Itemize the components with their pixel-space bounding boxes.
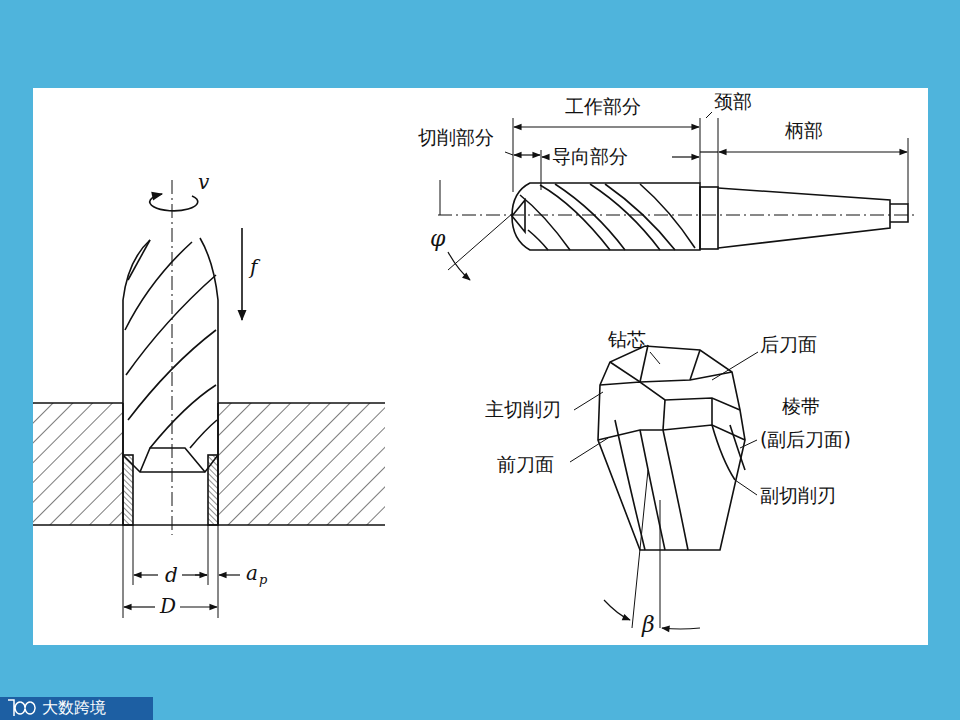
part-label: 柄部 xyxy=(785,121,823,140)
watermark-logo xyxy=(8,700,35,716)
part-label: 钻芯 xyxy=(608,330,646,349)
part-label: 后刀面 xyxy=(760,335,817,354)
dimension-label: a xyxy=(246,563,258,583)
dimension-label: D xyxy=(160,596,176,616)
part-label: (副后刀面) xyxy=(760,430,851,449)
dimension-label: d xyxy=(165,565,178,585)
part-label: 导向部分 xyxy=(552,147,628,166)
part-label: 颈部 xyxy=(714,92,752,111)
watermark-text: 大数跨境 xyxy=(42,700,106,716)
feed-symbol: f xyxy=(250,257,257,277)
dimension-subscript: p xyxy=(259,573,267,586)
part-label: 前刀面 xyxy=(497,455,554,474)
part-label: 棱带 xyxy=(782,397,820,416)
part-label: 主切削刃 xyxy=(485,400,561,419)
part-label: 切削部分 xyxy=(418,128,494,147)
angle-symbol: φ xyxy=(430,228,445,250)
speed-symbol: v xyxy=(198,172,209,192)
angle-symbol: β xyxy=(642,614,655,636)
part-label: 工作部分 xyxy=(565,97,641,116)
part-label: 副切削刃 xyxy=(760,486,836,505)
